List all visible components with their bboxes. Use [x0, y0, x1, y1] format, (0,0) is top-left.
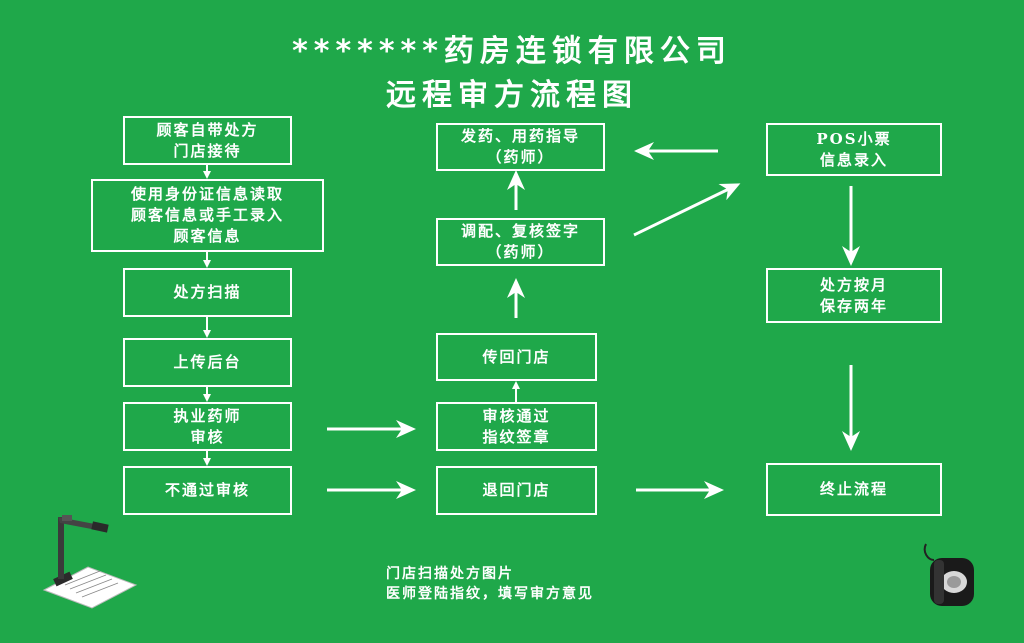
- node-keep-rx: 处方按月 保存两年: [766, 268, 942, 323]
- fingerprint-reader-icon: [923, 543, 974, 606]
- node-upload: 上传后台: [123, 338, 292, 387]
- node-send-back: 传回门店: [436, 333, 597, 381]
- node-pass-sign: 审核通过 指纹签章: [436, 402, 597, 451]
- diagram-title-company: *******药房连锁有限公司: [292, 34, 732, 69]
- scan-fingerprint-note: 门店扫描处方图片 医师登陆指纹，填写审方意见: [386, 566, 594, 602]
- diagram-title-process: 远程审方流程图: [386, 78, 638, 113]
- node-receive: 顾客自带处方 门店接待: [123, 116, 292, 165]
- node-return-store: 退回门店: [436, 466, 597, 515]
- arrow-check-to-pos: [633, 183, 741, 237]
- node-scan: 处方扫描: [123, 268, 292, 317]
- document-scanner-icon: [42, 515, 138, 609]
- node-end-process: 终止流程: [766, 463, 942, 516]
- node-pos-entry: POS小票 信息录入: [766, 123, 942, 176]
- node-dispense-check: 调配、复核签字 （药师）: [436, 218, 605, 266]
- node-read-id: 使用身份证信息读取 顾客信息或手工录入 顾客信息: [91, 179, 324, 252]
- node-not-pass: 不通过审核: [123, 466, 292, 515]
- node-pharmacist-review: 执业药师 审核: [123, 402, 292, 451]
